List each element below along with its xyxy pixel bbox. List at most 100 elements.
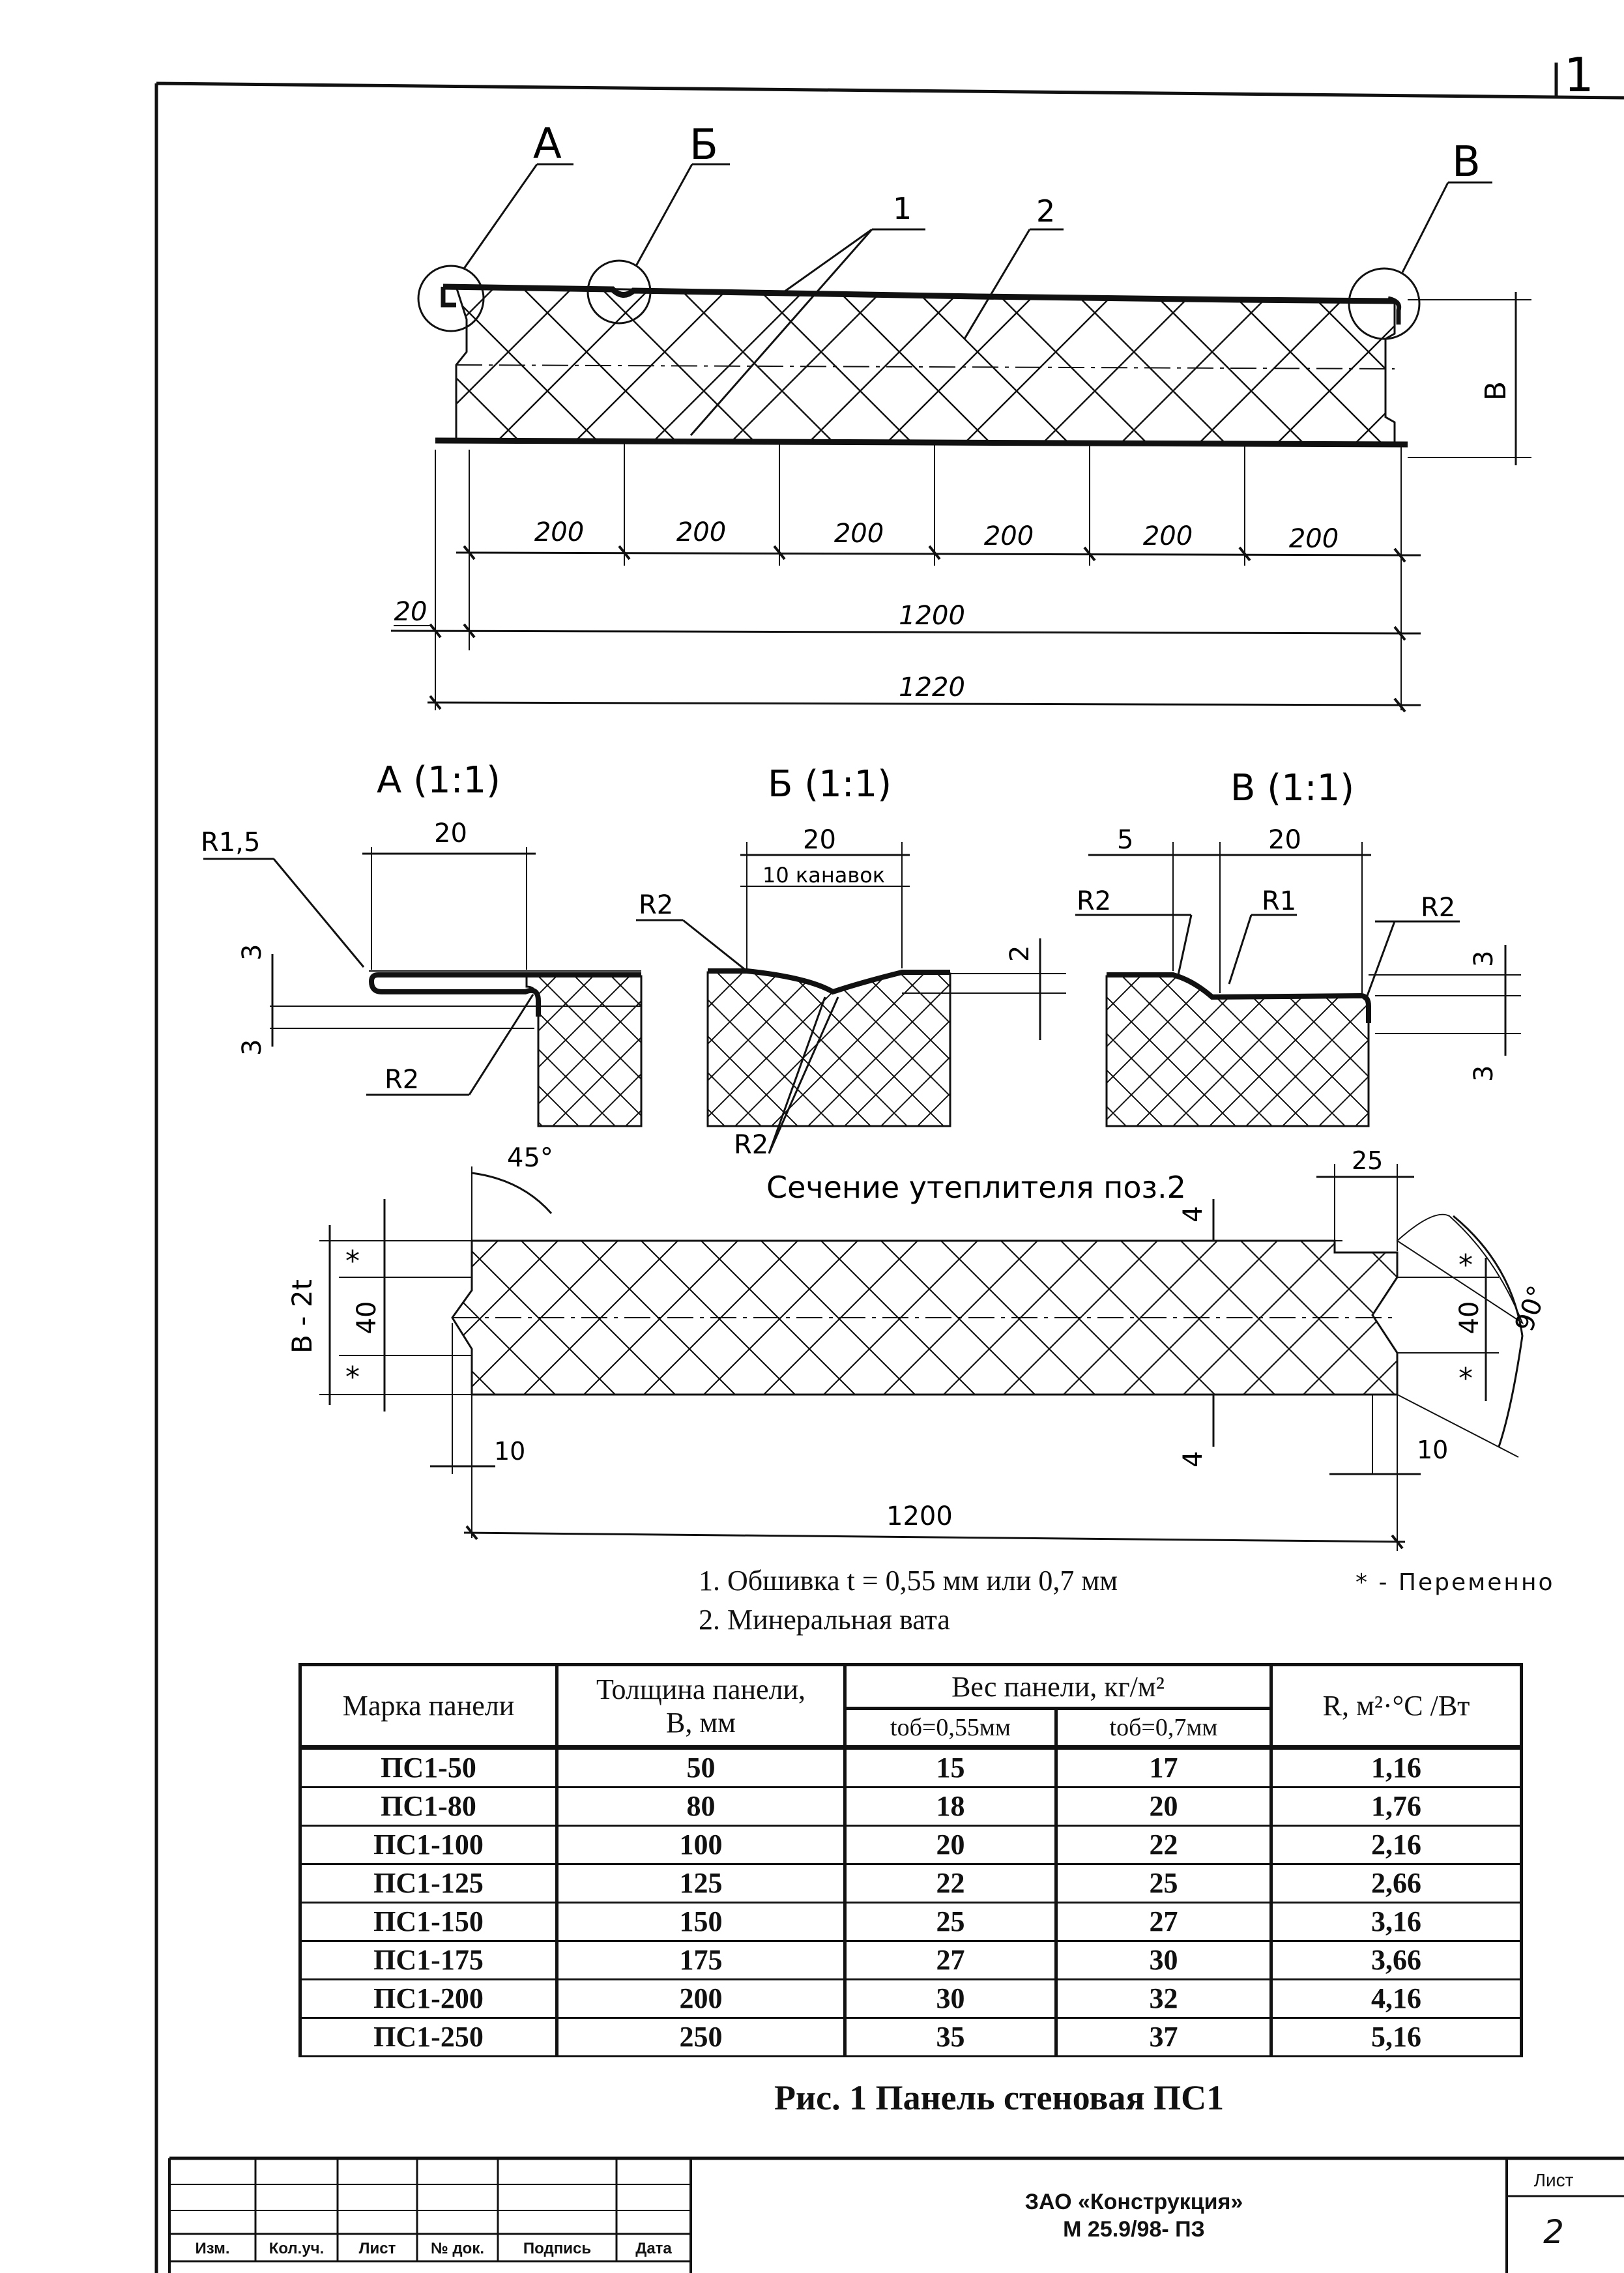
title-block-sheet-label: Лист	[1533, 2170, 1574, 2190]
cell-weight-07: 20	[1054, 1786, 1273, 1827]
cell-weight-055: 35	[843, 2017, 1058, 2057]
cell-mark: ПС1-80	[298, 1786, 558, 1827]
title-block-code: М 25.9/98- ПЗ	[1063, 2217, 1205, 2242]
cell-weight-07: 30	[1054, 1940, 1273, 1980]
legend-note: * - Переменно	[1356, 1569, 1555, 1596]
section-left-offset: 10	[494, 1437, 525, 1466]
detail-v-title: В (1:1)	[1230, 767, 1354, 809]
detail-a-d1: 3	[237, 944, 267, 961]
title-block-sheet-number: 2	[1543, 2213, 1564, 2251]
insulation-section	[319, 1164, 1524, 1551]
cell-mark: ПС1-50	[298, 1745, 558, 1788]
bottom-skin	[435, 437, 1408, 448]
detail-b-note: 10 канавок	[762, 863, 885, 888]
cell-weight-07: 17	[1054, 1745, 1273, 1788]
cell-mark: ПС1-150	[298, 1902, 558, 1942]
cell-thickness: 125	[555, 1863, 847, 1904]
cell-thickness: 50	[555, 1745, 847, 1788]
detail-v-d1: 3	[1469, 951, 1499, 967]
panel-elevation	[390, 163, 1531, 713]
module-dim-6: 200	[1289, 524, 1339, 554]
detail-a-d2: 3	[237, 1039, 267, 1056]
detail-b-radius: R2	[639, 890, 673, 920]
cell-mark: ПС1-100	[298, 1825, 558, 1865]
cell-thickness: 200	[555, 1978, 847, 2019]
detail-a-title: A (1:1)	[377, 759, 500, 802]
position-label-2: 2	[1036, 194, 1055, 229]
detail-a-width: 20	[434, 818, 467, 848]
cell-weight-055: 22	[843, 1863, 1058, 1904]
section-tongue-left: 40	[352, 1301, 382, 1335]
section-star-1: *	[345, 1245, 360, 1278]
cell-weight-07: 37	[1054, 2017, 1273, 2057]
leader-label-b: Б	[689, 121, 718, 169]
title-block-col-change: Изм.	[195, 2240, 230, 2257]
section-cut-4-top: 4	[1178, 1206, 1208, 1223]
title-block-col-signature: Подпись	[523, 2240, 592, 2257]
cell-weight-055: 30	[843, 1978, 1058, 2019]
cell-mark: ПС1-125	[298, 1863, 558, 1904]
overall-dim-1220: 1220	[899, 673, 965, 702]
col-header-thickness: Толщина панели, B, мм	[555, 1663, 847, 1749]
cell-thickness: 175	[555, 1940, 847, 1980]
spec-item-cladding: 1. Обшивка t = 0,55 мм или 0,7 мм	[699, 1565, 1118, 1597]
section-tongue-right: 40	[1455, 1301, 1485, 1335]
cell-r: 3,66	[1269, 1940, 1523, 1980]
cell-weight-055: 27	[843, 1940, 1058, 1980]
col-header-thickness-line1: Толщина панели,	[596, 1673, 806, 1705]
corner-mark: 1	[1564, 48, 1594, 102]
leader-label-v: В	[1452, 138, 1481, 186]
cell-r: 1,76	[1269, 1786, 1523, 1827]
cell-thickness: 150	[555, 1902, 847, 1942]
cell-weight-055: 18	[843, 1786, 1058, 1827]
detail-v-w1: 5	[1117, 825, 1133, 855]
cell-mark: ПС1-200	[298, 1978, 558, 2019]
cell-r: 2,66	[1269, 1863, 1523, 1904]
cell-r: 4,16	[1269, 1978, 1523, 2019]
cell-thickness: 100	[555, 1825, 847, 1865]
detail-circle-b	[587, 259, 652, 325]
panel-table: Марка панели Толщина панели, B, мм Вес п…	[298, 1663, 1523, 2057]
detail-b-radius-bottom: R2	[734, 1130, 768, 1160]
detail-v-r-mid: R1	[1262, 886, 1296, 916]
module-dim-1: 200	[534, 517, 584, 547]
title-block-col-doc: № док.	[431, 2240, 484, 2257]
detail-circle-v	[1348, 267, 1421, 340]
cell-weight-07: 22	[1054, 1825, 1273, 1865]
col-header-thickness-line2: B, мм	[665, 1706, 736, 1739]
section-star-4: *	[1458, 1362, 1473, 1395]
col-header-r: R, м²·°C /Вт	[1269, 1663, 1523, 1749]
module-dim-3: 200	[834, 519, 884, 549]
cell-weight-055: 25	[843, 1902, 1058, 1942]
overall-dim-1200: 1200	[899, 601, 965, 631]
cell-weight-07: 27	[1054, 1902, 1273, 1942]
detail-circle-a	[417, 265, 485, 332]
detail-b-title: Б (1:1)	[768, 763, 892, 805]
title-block-col-sheet: Лист	[358, 2240, 396, 2257]
cell-weight-07: 32	[1054, 1978, 1273, 2019]
section-top-25: 25	[1352, 1146, 1383, 1175]
section-cut-4-bottom: 4	[1178, 1451, 1208, 1468]
cell-r: 1,16	[1269, 1745, 1523, 1788]
position-label-1: 1	[893, 191, 912, 226]
detail-v-d2: 3	[1469, 1065, 1499, 1082]
title-block-org: ЗАО «Конструкция»	[1024, 2190, 1243, 2214]
detail-b-width: 20	[803, 825, 836, 855]
section-angle-45: 45°	[507, 1143, 553, 1173]
section-star-2: *	[345, 1361, 360, 1394]
cell-mark: ПС1-250	[298, 2017, 558, 2057]
col-header-weight-07: tоб=0,7мм	[1054, 1707, 1273, 1749]
section-title: Сечение утеплителя поз.2	[766, 1170, 1186, 1205]
section-right-offset: 10	[1417, 1436, 1448, 1464]
col-header-weight: Вес панели, кг/м²	[843, 1663, 1273, 1710]
cell-mark: ПС1-175	[298, 1940, 558, 1980]
section-length: 1200	[886, 1501, 953, 1531]
